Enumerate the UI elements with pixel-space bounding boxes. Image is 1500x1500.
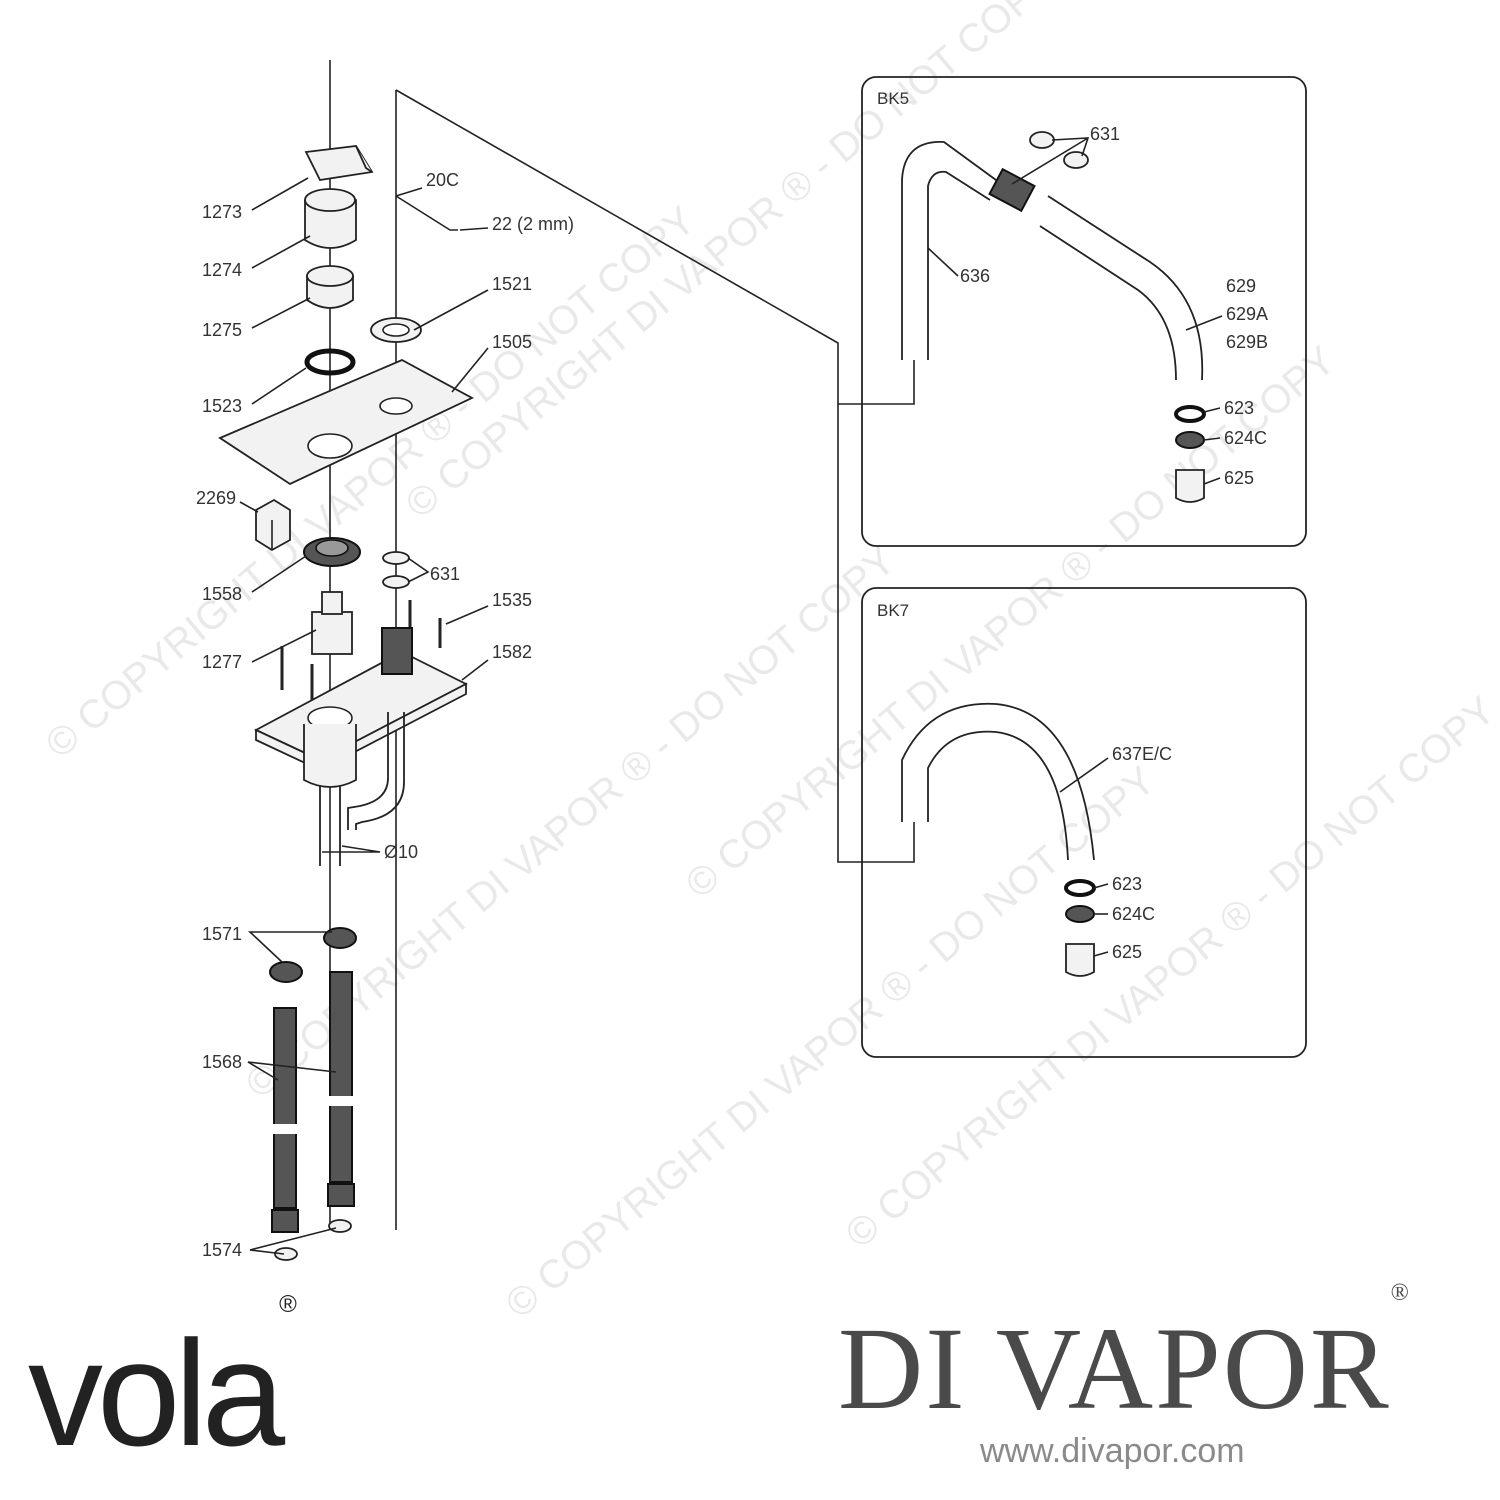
bk7-spout [901, 702, 1096, 977]
bk7-box: BK7 [861, 587, 1307, 1058]
part-1582-base-plate [253, 627, 468, 772]
label-1571: 1571 [202, 924, 242, 944]
label-1558: 1558 [202, 584, 242, 604]
label-631-left: 631 [430, 564, 460, 584]
divapor-logo: DI VAPOR® [838, 1281, 1411, 1428]
label-629: 629 [1226, 276, 1256, 296]
label-1535: 1535 [492, 590, 532, 610]
leader-lines [239, 137, 1223, 1255]
label-2269: 2269 [196, 488, 236, 508]
label-637ec: 637E/C [1112, 744, 1172, 764]
vola-registered-mark: ® [279, 1291, 297, 1318]
part-1558-nut [303, 537, 361, 567]
part-valve-body [303, 724, 357, 788]
bk5-box: BK5 [861, 76, 1307, 547]
part-1277-cartridge [311, 591, 353, 655]
vola-wordmark: vola [28, 1309, 285, 1477]
part-1521-ring [370, 317, 422, 343]
watermark: © COPYRIGHT DI VAPOR ® - DO NOT COPY © C… [38, 0, 1500, 1327]
label-636: 636 [960, 266, 990, 286]
part-1273-handle-lever [304, 145, 374, 181]
part-supply-pipes [319, 712, 405, 866]
divapor-registered-mark: ® [1390, 1279, 1411, 1306]
label-1273: 1273 [202, 202, 242, 222]
divapor-url: www.divapor.com [980, 1432, 1245, 1470]
label-631-bk5: 631 [1090, 124, 1120, 144]
label-1523: 1523 [202, 396, 242, 416]
label-diameter-10: Ø10 [384, 842, 418, 862]
label-624c-bk5: 624C [1224, 428, 1267, 448]
label-1521: 1521 [492, 274, 532, 294]
part-2269-cap [255, 498, 291, 552]
label-22: 22 (2 mm) [492, 214, 574, 234]
part-1275-collar [306, 265, 354, 309]
part-1574-washers [274, 1219, 352, 1261]
label-625-bk5: 625 [1224, 468, 1254, 488]
watermark-text: © COPYRIGHT DI VAPOR ® - DO NOT COPY [398, 0, 1064, 527]
label-625-bk7: 625 [1112, 942, 1142, 962]
label-1277: 1277 [202, 652, 242, 672]
label-1275: 1275 [202, 320, 242, 340]
label-1568: 1568 [202, 1052, 242, 1072]
label-1574: 1574 [202, 1240, 242, 1260]
bk5-spout [901, 131, 1206, 503]
label-629a: 629A [1226, 304, 1268, 324]
bk7-title: BK7 [877, 601, 909, 620]
part-1568-hoses [270, 971, 356, 1233]
label-1582: 1582 [492, 642, 532, 662]
label-1505: 1505 [492, 332, 532, 352]
part-1523-o-ring [304, 348, 356, 376]
part-1274-handle-sleeve [304, 188, 357, 249]
label-623-bk7: 623 [1112, 874, 1142, 894]
label-20c: 20C [426, 170, 459, 190]
divapor-wordmark: DI VAPOR [838, 1303, 1391, 1434]
vola-logo: vola® [28, 1293, 297, 1469]
part-1571-nuts [269, 927, 357, 983]
label-623-bk5: 623 [1224, 398, 1254, 418]
label-629b: 629B [1226, 332, 1268, 352]
label-1274: 1274 [202, 260, 242, 280]
part-1505-cover-plate [218, 359, 474, 486]
label-624c-bk7: 624C [1112, 904, 1155, 924]
bk5-title: BK5 [877, 89, 909, 108]
part-labels: 1273 20C 22 (2 mm) 1274 1275 1521 1505 1… [196, 124, 1268, 1260]
